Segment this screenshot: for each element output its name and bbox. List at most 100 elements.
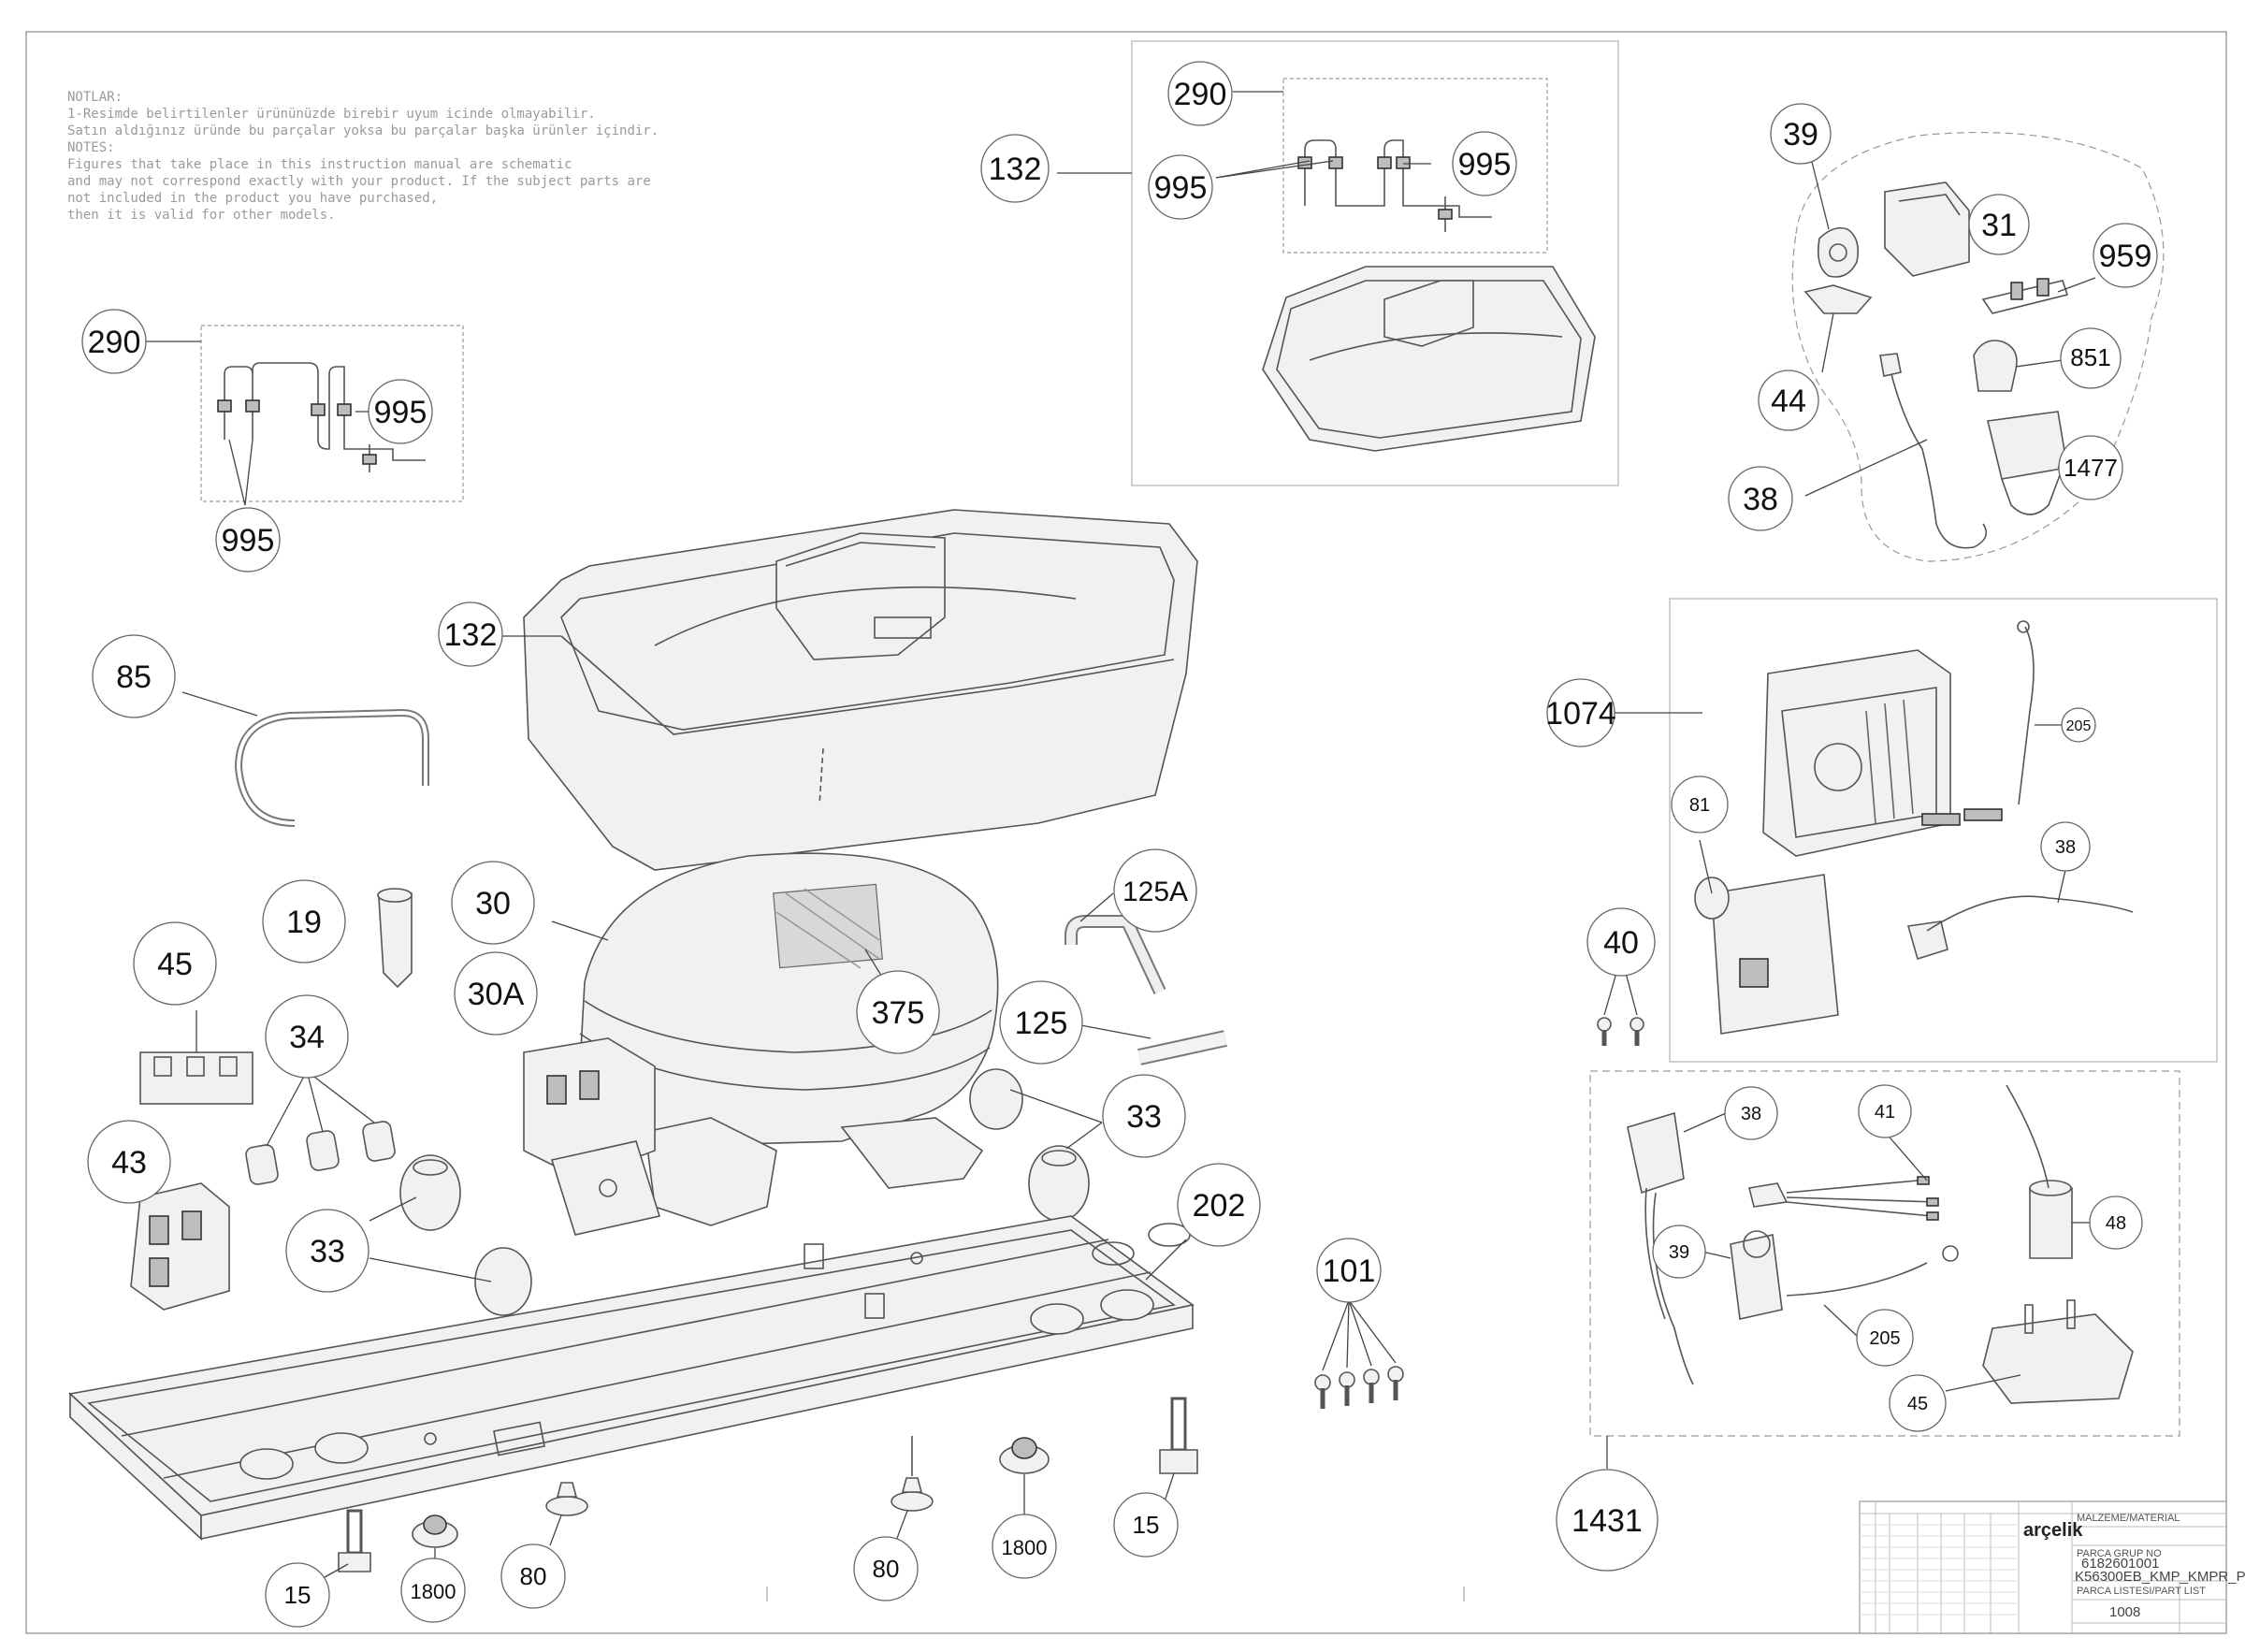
- callout-995-top-b[interactable]: 995: [1452, 131, 1517, 196]
- callout-44[interactable]: 44: [1758, 370, 1819, 431]
- screws-101: [1314, 1366, 1404, 1409]
- callout-132-main[interactable]: 132: [438, 601, 503, 667]
- starter-inset: [1669, 598, 2218, 1063]
- callout-375[interactable]: 375: [856, 970, 940, 1054]
- callout-290-left[interactable]: 290: [81, 309, 147, 374]
- callout-15-left[interactable]: 15: [265, 1562, 330, 1628]
- callout-33-left[interactable]: 33: [285, 1209, 369, 1293]
- callout-81[interactable]: 81: [1671, 775, 1729, 833]
- callout-38-low[interactable]: 38: [1724, 1086, 1778, 1140]
- svg-text:38: 38: [1741, 1104, 1761, 1124]
- callout-959[interactable]: 959: [2093, 223, 2158, 288]
- callout-80-left[interactable]: 80: [500, 1543, 566, 1609]
- svg-text:1-Resimde belirtilenler ürünün: 1-Resimde belirtilenler ürününüzde bireb…: [67, 107, 596, 122]
- svg-text:33: 33: [310, 1234, 345, 1269]
- svg-text:NOTLAR:: NOTLAR:: [67, 90, 123, 105]
- svg-text:995: 995: [1154, 170, 1208, 206]
- callout-995-left-b[interactable]: 995: [215, 507, 281, 572]
- svg-text:125A: 125A: [1122, 877, 1188, 907]
- callout-39-low[interactable]: 39: [1652, 1225, 1706, 1279]
- svg-text:101: 101: [1323, 1253, 1376, 1289]
- svg-text:43: 43: [111, 1145, 147, 1181]
- callout-1074[interactable]: 1074: [1545, 678, 1616, 747]
- callout-33-right[interactable]: 33: [1102, 1074, 1186, 1158]
- svg-text:290: 290: [1174, 77, 1227, 112]
- svg-text:1074: 1074: [1545, 696, 1616, 732]
- callout-995-left-a[interactable]: 995: [368, 379, 433, 444]
- callout-1431[interactable]: 1431: [1556, 1469, 1658, 1572]
- callout-101[interactable]: 101: [1316, 1238, 1382, 1303]
- svg-text:38: 38: [2055, 837, 2076, 858]
- callout-85[interactable]: 85: [92, 634, 176, 718]
- brand-logo-text: arçelik: [2023, 1520, 2083, 1541]
- base-plate: [68, 1215, 1195, 1541]
- callout-30a[interactable]: 30A: [454, 951, 538, 1036]
- callout-45-left[interactable]: 45: [133, 921, 217, 1006]
- svg-text:31: 31: [1981, 208, 2017, 243]
- callout-34[interactable]: 34: [265, 994, 349, 1079]
- callout-125a[interactable]: 125A: [1113, 848, 1197, 933]
- callout-19[interactable]: 19: [262, 879, 346, 964]
- part-list-label: PARCA LISTESI/PART LIST: [2077, 1586, 2206, 1597]
- svg-text:38: 38: [1743, 482, 1778, 517]
- callout-205-low[interactable]: 205: [1856, 1309, 1914, 1367]
- svg-text:Figures that take place in thi: Figures that take place in this instruct…: [67, 157, 572, 172]
- svg-text:45: 45: [1907, 1394, 1928, 1414]
- callout-80-right[interactable]: 80: [853, 1536, 919, 1601]
- foot-1800-right: [999, 1437, 1050, 1474]
- svg-text:851: 851: [2070, 343, 2110, 371]
- svg-text:80: 80: [873, 1555, 900, 1583]
- callout-205-top[interactable]: 205: [2061, 707, 2096, 743]
- svg-text:15: 15: [284, 1581, 311, 1609]
- svg-text:995: 995: [1458, 147, 1512, 182]
- callout-290-top[interactable]: 290: [1167, 61, 1233, 126]
- svg-text:44: 44: [1771, 384, 1806, 419]
- svg-text:41: 41: [1875, 1102, 1895, 1123]
- svg-text:85: 85: [116, 659, 152, 695]
- callout-1477[interactable]: 1477: [2058, 435, 2123, 500]
- grommet-33-right: [1028, 1145, 1090, 1222]
- part-45-left: [139, 1051, 253, 1105]
- svg-text:959: 959: [2099, 239, 2152, 274]
- svg-text:then it is valid for other mod: then it is valid for other models.: [67, 208, 336, 223]
- compressor: [579, 852, 999, 1226]
- callout-38-top[interactable]: 38: [1728, 466, 1793, 531]
- callout-132-top[interactable]: 132: [980, 134, 1050, 203]
- pipe-85: [234, 708, 429, 827]
- svg-text:995: 995: [222, 523, 275, 558]
- callout-125[interactable]: 125: [999, 980, 1083, 1065]
- svg-text:34: 34: [289, 1020, 325, 1055]
- callout-43[interactable]: 43: [87, 1120, 171, 1204]
- svg-text:40: 40: [1603, 925, 1639, 961]
- callout-995-top-a[interactable]: 995: [1148, 154, 1213, 220]
- callout-30[interactable]: 30: [451, 861, 535, 945]
- callout-40[interactable]: 40: [1586, 907, 1656, 977]
- svg-text:132: 132: [444, 617, 498, 653]
- part-43-relay: [130, 1182, 230, 1311]
- part-group-label: PARCA GRUP NO: [2077, 1548, 2162, 1559]
- screws-40: [1597, 1017, 1644, 1046]
- svg-text:290: 290: [88, 325, 141, 360]
- svg-text:1477: 1477: [2064, 454, 2118, 482]
- callout-41[interactable]: 41: [1858, 1084, 1912, 1138]
- callout-39-top[interactable]: 39: [1770, 103, 1832, 165]
- callout-45-right[interactable]: 45: [1889, 1374, 1947, 1432]
- callout-31[interactable]: 31: [1968, 194, 2030, 255]
- callout-202[interactable]: 202: [1177, 1163, 1261, 1247]
- svg-text:39: 39: [1669, 1242, 1689, 1263]
- grommet-33-left: [399, 1154, 461, 1231]
- callout-38-mid[interactable]: 38: [2040, 821, 2091, 872]
- callout-48[interactable]: 48: [2089, 1196, 2143, 1250]
- grommet-33-mid: [969, 1068, 1023, 1130]
- svg-text:NOTES:: NOTES:: [67, 140, 115, 155]
- callout-1800-right[interactable]: 1800: [992, 1514, 1057, 1579]
- callout-851[interactable]: 851: [2060, 327, 2122, 389]
- svg-text:19: 19: [286, 905, 322, 940]
- svg-text:205: 205: [1869, 1328, 1900, 1349]
- svg-text:80: 80: [520, 1562, 547, 1590]
- sheet-border: [25, 31, 2227, 1634]
- callout-1800-left[interactable]: 1800: [400, 1558, 466, 1623]
- svg-text:995: 995: [374, 395, 427, 430]
- callout-15-right[interactable]: 15: [1113, 1492, 1179, 1558]
- svg-text:125: 125: [1015, 1006, 1068, 1041]
